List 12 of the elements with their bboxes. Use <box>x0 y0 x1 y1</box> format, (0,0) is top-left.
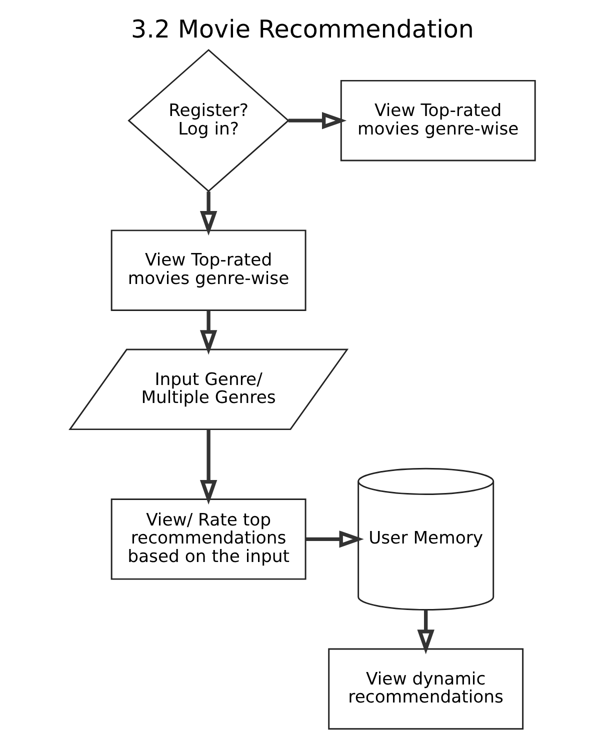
arrow <box>199 310 217 355</box>
arrow <box>199 429 217 505</box>
node-box: View dynamic recommendations <box>328 648 524 730</box>
arrow <box>288 112 346 130</box>
node-box: View Top-rated movies genre-wise <box>110 230 306 311</box>
node-box: View Top-rated movies genre-wise <box>340 80 536 162</box>
diagram-title: 3.2 Movie Recommendation <box>130 14 474 44</box>
node-diamond: Register? Log in? <box>127 49 289 192</box>
arrow <box>199 192 217 236</box>
node-box: View/ Rate top recommendations based on the input <box>110 498 306 580</box>
arrow <box>305 530 364 548</box>
arrow <box>416 610 434 654</box>
